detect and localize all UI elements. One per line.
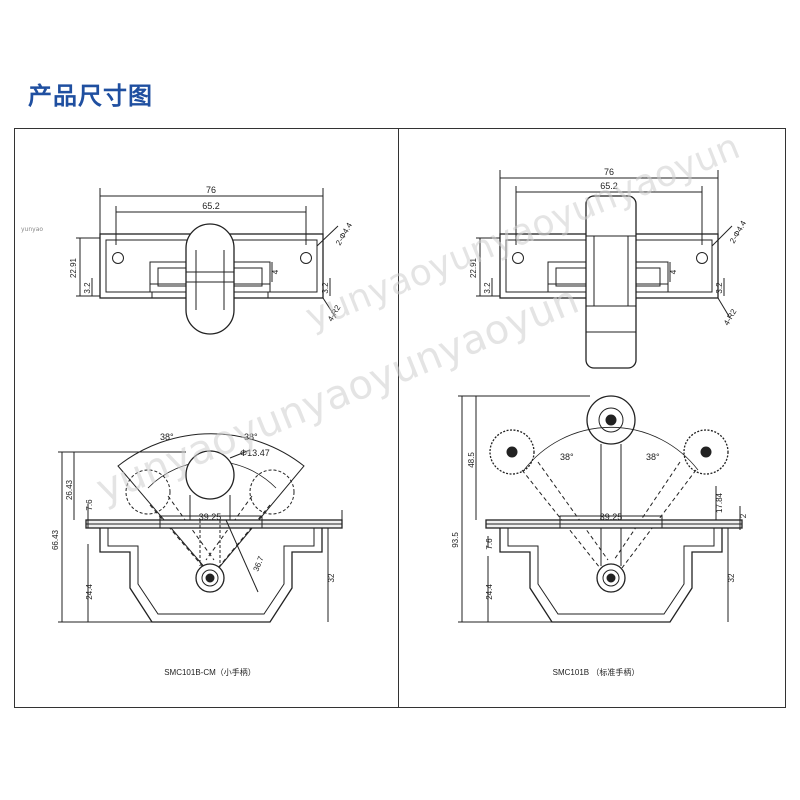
left-dim-inner: 65.2 [202, 201, 220, 211]
left-dim-v3: 7.6 [85, 499, 94, 511]
left-dim-h2: 3.2 [83, 282, 92, 294]
left-dim-h3: 3.2 [321, 282, 330, 294]
left-dim-dia: Φ13.47 [240, 448, 270, 458]
left-caption: SMC101B-CM（小手柄） [164, 667, 256, 677]
left-dim-hole: 2-Φ4.4 [334, 221, 354, 247]
left-top-view: 76 65.2 2-Φ4.4 22.91 3.2 3.2 4 4-R2 [69, 185, 354, 335]
drawing-frame [14, 128, 786, 708]
left-dim-v4: 24.4 [85, 584, 94, 600]
right-caption: SMC101B （标准手柄） [553, 667, 640, 677]
left-dim-overall: 76 [206, 185, 216, 195]
right-dim-v4: 24.4 [485, 584, 494, 600]
left-front-view: 38° 38° Φ13.47 66.43 26.43 7.6 24.4 32 3… [51, 432, 343, 677]
left-dim-h1: 22.91 [69, 257, 78, 278]
frame-divider [398, 128, 399, 708]
right-dim-ang2: 38° [646, 452, 660, 462]
left-dim-w: 39.25 [199, 512, 222, 522]
right-dim-w: 39.25 [600, 512, 623, 522]
right-dim-inner: 65.2 [600, 181, 618, 191]
right-front-view: 38° 38° 93.5 48.5 7.6 24.4 32 17.84 2 39… [451, 395, 748, 677]
left-dim-ang1: 38° [160, 432, 174, 442]
right-dim-t4: 4 [669, 269, 678, 274]
left-dim-ang2: 38° [244, 432, 258, 442]
page-title: 产品尺寸图 [28, 82, 153, 110]
right-dim-v2: 48.5 [467, 452, 476, 468]
right-dim-h1: 22.91 [469, 257, 478, 278]
right-dim-v5: 32 [727, 573, 736, 582]
right-top-view: 76 65.2 2-Φ4.4 22.91 3.2 3.2 4 4-R2 [469, 167, 748, 369]
left-dim-t4: 4 [271, 269, 280, 274]
left-dim-d: 36.7 [252, 554, 266, 572]
right-dim-overall: 76 [604, 167, 614, 177]
right-dim-v1: 93.5 [451, 532, 460, 548]
mini-watermark: yunyao [21, 226, 44, 233]
right-dim-r: 4-R2 [722, 307, 739, 327]
left-dim-v2: 26.43 [65, 479, 74, 500]
right-dim-h7: 2 [739, 513, 748, 518]
right-dim-h2: 3.2 [483, 282, 492, 294]
right-dim-h3: 3.2 [715, 282, 724, 294]
right-dim-hole: 2-Φ4.4 [728, 219, 748, 245]
right-dim-h6: 17.84 [715, 492, 724, 513]
right-dim-ang1: 38° [560, 452, 574, 462]
left-dim-v1: 66.43 [51, 529, 60, 550]
left-dim-v5: 32 [327, 573, 336, 582]
right-dim-v3: 7.6 [485, 538, 494, 550]
